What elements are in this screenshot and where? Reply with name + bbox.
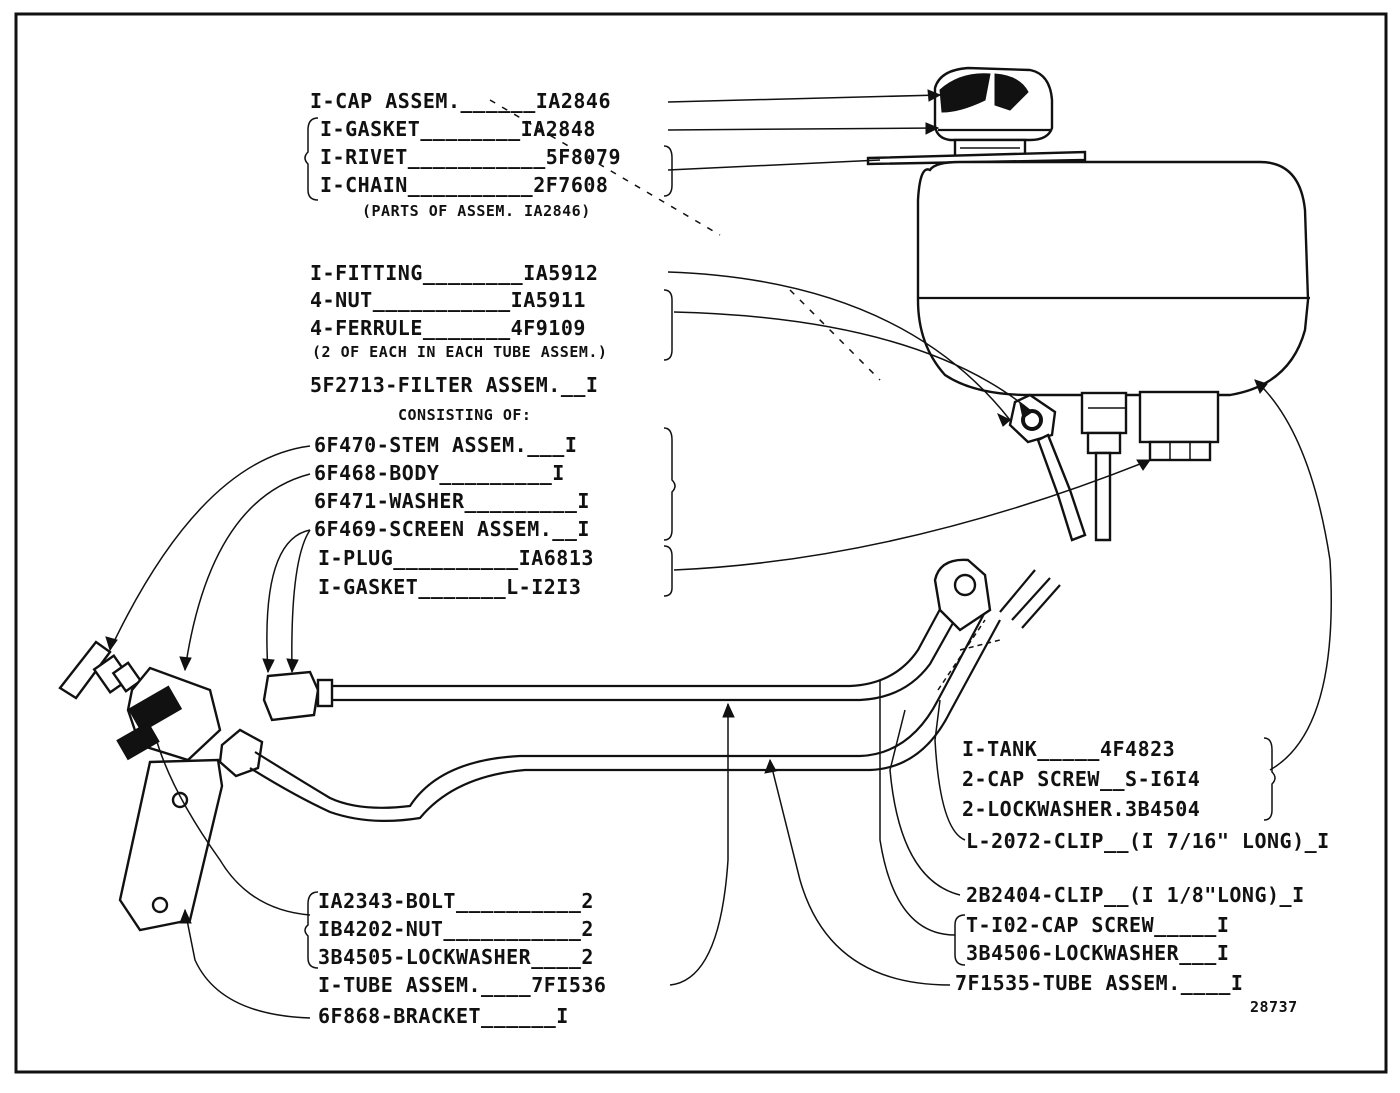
label-tube-7f1535: 7F1535-TUBE ASSEM.____I [955, 971, 1243, 995]
label-plug: I-PLUG__________IA6813 [318, 546, 594, 570]
label-rivet: I-RIVET___________5F8079 [320, 145, 621, 169]
group-braces [304, 117, 1276, 969]
figure-number: 28737 [1250, 998, 1298, 1016]
part-labels: I-CAP ASSEM.______IA2846 I-GASKET_______… [310, 89, 1330, 1028]
label-bracket: 6F868-BRACKET______I [318, 1004, 569, 1028]
label-washer: 6F471-WASHER_________I [314, 489, 590, 513]
label-tube-7f1536: I-TUBE ASSEM.____7FI536 [318, 973, 606, 997]
label-gasket-2: I-GASKET_______L-I2I3 [318, 575, 581, 599]
label-bolt: IA2343-BOLT__________2 [318, 889, 594, 913]
label-nut-4: 4-NUT___________IA5911 [310, 288, 586, 312]
label-t102-cap-screw: T-I02-CAP SCREW_____I [966, 913, 1229, 937]
label-screen-assem: 6F469-SCREEN ASSEM.__I [314, 517, 590, 541]
tube-assemblies [249, 558, 1061, 822]
label-tank: I-TANK_____4F4823 [962, 737, 1175, 761]
label-stem-assem: 6F470-STEM ASSEM.___I [314, 433, 577, 457]
arrowheads [105, 89, 1268, 924]
label-two-each: (2 OF EACH IN EACH TUBE ASSEM.) [312, 343, 607, 361]
label-clip-l2072: L-2072-CLIP__(I 7/16" LONG)_I [966, 829, 1330, 853]
label-clip-2b2404: 2B2404-CLIP__(I 1/8"LONG)_I [966, 883, 1305, 907]
filter-valve-illustration [58, 640, 334, 932]
label-gasket-1: I-GASKET________IA2848 [320, 117, 596, 141]
label-lockwasher-3b4505: 3B4505-LOCKWASHER____2 [318, 945, 594, 969]
tank-illustration [866, 66, 1310, 542]
label-consisting-of: CONSISTING OF: [398, 406, 531, 424]
label-body: 6F468-BODY_________I [314, 461, 565, 485]
label-lockwasher-3b4504: 2-LOCKWASHER.3B4504 [962, 797, 1200, 821]
leader-lines [109, 94, 1332, 1019]
label-parts-of-assem: (PARTS OF ASSEM. IA2846) [362, 202, 591, 220]
label-cap-assem: I-CAP ASSEM.______IA2846 [310, 89, 611, 113]
label-chain: I-CHAIN__________2F7608 [320, 173, 608, 197]
label-fitting: I-FITTING________IA5912 [310, 261, 598, 285]
frame-border [14, 12, 1388, 1074]
label-lockwasher-3b4506: 3B4506-LOCKWASHER___I [966, 941, 1229, 965]
label-nut-1b4202: IB4202-NUT___________2 [318, 917, 594, 941]
label-filter-assem: 5F2713-FILTER ASSEM.__I [310, 373, 598, 397]
label-cap-screw: 2-CAP SCREW__S-I6I4 [962, 767, 1200, 791]
label-ferrule: 4-FERRULE_______4F9109 [310, 316, 586, 340]
